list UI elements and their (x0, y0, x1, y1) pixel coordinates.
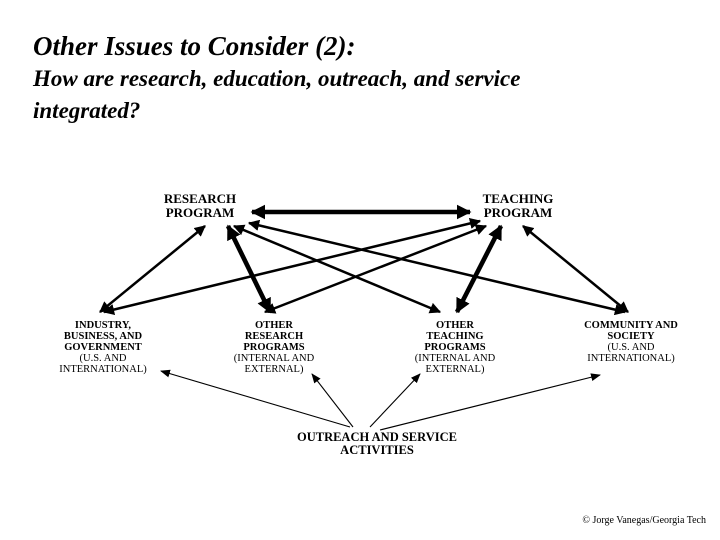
title-subtitle-line1: How are research, education, outreach, a… (33, 66, 521, 91)
title-main: Other Issues to Consider (2): (33, 31, 356, 61)
node-outreach-service: OUTREACH AND SERVICE ACTIVITIES (262, 430, 492, 458)
industry-line-3: GOVERNMENT (64, 342, 142, 354)
research-line-1: RESEARCH (163, 191, 237, 206)
other-research-line-1: OTHER (255, 320, 293, 331)
node-community-society: COMMUNITY AND SOCIETY (U.S. AND INTERNAT… (572, 320, 690, 364)
copyright-credit: © Jorge Vanegas/Georgia Tech (582, 515, 706, 526)
other-research-line-3: PROGRAMS (243, 342, 305, 354)
arrow-outreach-to-other-teaching (369, 373, 421, 428)
node-teaching-program: TEACHING PROGRAM (458, 192, 578, 219)
node-research-program: RESEARCH PROGRAM (140, 192, 260, 219)
arrow-teaching-to-other-teaching (454, 224, 504, 314)
teaching-line-2: PROGRAM (483, 204, 553, 220)
arrow-teaching-to-industry (102, 217, 482, 316)
research-line-2: PROGRAM (165, 204, 235, 220)
node-other-research-programs: OTHER RESEARCH PROGRAMS (INTERNAL AND EX… (219, 320, 329, 375)
other-teaching-line-1: OTHER (436, 320, 474, 331)
other-teaching-line-4: (INTERNAL AND (414, 353, 496, 365)
slide-title: Other Issues to Consider (2): How are re… (33, 30, 520, 126)
other-teaching-line-3: PROGRAMS (424, 342, 486, 354)
title-subtitle-line2: integrated? (33, 98, 141, 123)
outreach-line-2: ACTIVITIES (340, 443, 414, 458)
industry-line-5: INTERNATIONAL) (59, 364, 147, 376)
community-line-3: (U.S. AND (607, 342, 655, 354)
industry-line-4: (U.S. AND (79, 353, 127, 365)
arrow-teaching-to-community (522, 225, 629, 313)
arrow-outreach-to-community (379, 373, 601, 431)
arrow-outreach-to-other-research (311, 373, 354, 428)
arrow-outreach-to-industry (160, 369, 351, 428)
node-other-teaching-programs: OTHER TEACHING PROGRAMS (INTERNAL AND EX… (400, 320, 510, 375)
community-line-2: SOCIETY (607, 331, 655, 343)
other-research-line-4: (INTERNAL AND (233, 353, 315, 365)
teaching-line-1: TEACHING (482, 191, 554, 206)
other-teaching-line-5: EXTERNAL) (425, 364, 485, 376)
arrow-teaching-to-other-research (263, 224, 488, 314)
node-industry: INDUSTRY, BUSINESS, AND GOVERNMENT (U.S.… (48, 320, 158, 375)
community-line-1: COMMUNITY AND (584, 320, 678, 331)
outreach-line-1: OUTREACH AND SERVICE (296, 430, 457, 444)
industry-line-2: BUSINESS, AND (63, 331, 143, 343)
industry-line-1: INDUSTRY, (74, 320, 132, 331)
other-research-line-2: RESEARCH (244, 331, 304, 343)
arrow-research-to-community (247, 219, 627, 316)
community-line-4: INTERNATIONAL) (587, 353, 675, 365)
other-teaching-line-2: TEACHING (426, 331, 484, 343)
other-research-line-5: EXTERNAL) (244, 364, 304, 376)
